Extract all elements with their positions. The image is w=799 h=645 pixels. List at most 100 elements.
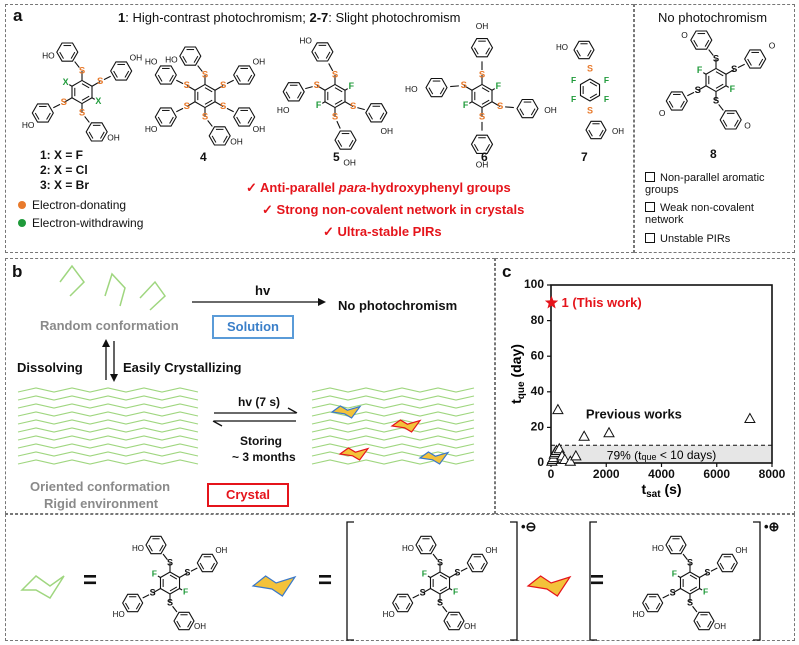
panel-b-label: b [12,262,23,281]
halogen-atom: F [703,586,708,596]
compound-5-number: 5 [333,150,340,164]
sulfur-atom: S [184,101,190,112]
double-bond [689,586,698,592]
sulfur-atom: S [731,64,737,75]
benzene-ring [470,134,494,154]
bond [157,575,161,578]
bond [214,101,224,107]
halogen-atom: F [496,81,502,91]
data-point-triangle [570,449,582,461]
crystal-lattice-row [17,443,199,449]
bond [344,88,349,91]
double-bond [334,99,343,105]
radical-cation-shape [338,447,370,461]
benzene-ring [665,535,687,555]
halogen-atom: F [422,568,427,578]
double-bond [157,74,163,82]
bond [692,605,698,613]
hydroxyl-group: HO [652,544,664,553]
equals-sign-2: = [318,567,333,594]
benzene-ring [573,40,595,60]
sulfur-atom: S [167,597,173,607]
panel-a-no-photochromism [634,4,795,253]
sulfur-atom: S [332,112,338,123]
hydroxyl-group: HO [42,51,55,61]
bond [207,120,213,127]
hydroxyl-group: HO [299,36,312,46]
bond [142,594,150,599]
crystal-lattice-row [17,427,199,433]
double-bond [70,51,76,59]
hydroxyl-group: OH [230,136,243,146]
bond [162,553,168,561]
radical-anion-icon [251,575,297,597]
double-bond [696,620,701,628]
equals-sign-3: = [590,567,605,594]
double-bond [480,562,485,570]
no-photochromism-text: No photochromism [338,298,458,313]
benzene-ring [415,535,437,555]
crystallizing-text: Easily Crystallizing [123,360,242,375]
double-bond [588,129,593,137]
bond [172,605,178,613]
sulfur-atom: S [587,63,593,73]
crystal-lattice-row [311,435,475,441]
double-bond [418,544,423,552]
crystal-lattice-row [311,459,475,465]
crystal-lattice-row [17,411,199,417]
double-bond [211,135,217,143]
benzene-ring [425,77,448,98]
benzene-ring [233,65,256,85]
dissolving-text: Dissolving [17,360,83,375]
double-bond [680,100,685,108]
bond [677,575,681,578]
benzene-ring [470,38,494,58]
y-tick-label: 20 [531,420,545,434]
double-bond [124,70,130,78]
hydroxyl-group: O [769,41,776,51]
double-bond [446,620,451,628]
crystal-lattice-row [311,443,475,449]
fluorine-atom: F [571,94,576,104]
double-bond [314,51,320,59]
benzene-ring [179,46,202,66]
halogen-atom: F [183,586,188,596]
sulfur-atom: S [167,557,173,567]
benzene-ring [693,611,715,631]
bond [699,588,703,591]
crystal-lattice-row [17,419,199,425]
double-bond [81,83,90,89]
bond [449,588,453,591]
double-bond [113,70,118,78]
sulfur-atom: S [687,557,693,567]
sulfur-atom: S [461,80,467,91]
neutral-conformer-icon [20,575,65,600]
compound-2-label: 2: X = Cl [40,163,88,177]
bond [468,101,473,104]
x-tick-label: 4000 [648,467,675,481]
sulfur-atom: S [713,96,719,107]
double-bond [368,112,373,120]
hydroxyl-group: HO [277,105,290,115]
hydroxyl-group: HO [113,610,125,619]
benzene-ring [443,611,465,631]
hydroxyl-group: HO [633,610,645,619]
bond [91,97,96,100]
random-conformer [59,264,85,297]
hydroxyl-group: OH [253,124,266,134]
double-bond [645,602,650,610]
hydroxyl-group: OH [215,546,227,555]
double-bond [722,119,728,127]
radical-anion-shape [330,405,362,419]
bond [103,75,111,81]
bond [662,594,670,599]
double-bond [715,83,724,89]
bracket-right [753,521,761,641]
arrow-head [212,420,223,427]
bracket-left [346,521,354,641]
bond [179,588,183,591]
random-conformation-text: Random conformation [40,318,179,333]
hydroxyl-group: OH [194,622,206,631]
hydroxyl-group: HO [165,55,178,65]
